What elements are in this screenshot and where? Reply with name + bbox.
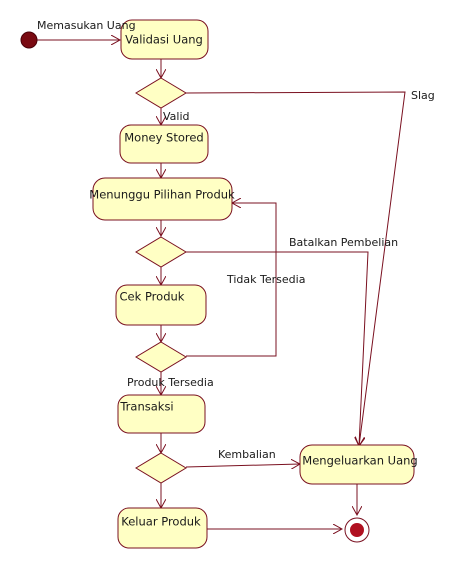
state-cek-label: Cek Produk — [120, 290, 185, 304]
label-batalkan-pembelian: Batalkan Pembelian — [289, 236, 398, 249]
label-tidak-tersedia: Tidak Tersedia — [226, 273, 305, 286]
state-validasi-label: Validasi Uang — [125, 33, 203, 47]
edge-kembalian — [185, 464, 300, 467]
label-produk-tersedia: Produk Tersedia — [127, 376, 214, 389]
state-menunggu-label: Menunggu Pilihan Produk — [89, 188, 235, 202]
label-memasukan-uang: Memasukan Uang — [37, 19, 136, 32]
state-keluar-label: Keluar Produk — [121, 515, 201, 529]
decision-node-3 — [135, 341, 187, 373]
initial-node — [20, 31, 38, 49]
state-keluar-produk: Keluar Produk — [117, 507, 208, 549]
state-transaksi: Transaksi — [117, 394, 206, 434]
edge-batalkan — [186, 251, 369, 446]
label-slag: Slag — [411, 89, 435, 102]
edges — [32, 40, 406, 529]
edge-tidak-tersedia — [186, 203, 277, 357]
state-validasi-uang: Validasi Uang — [120, 19, 209, 60]
state-money-label: Money Stored — [124, 131, 203, 145]
edge-slag — [185, 91, 406, 446]
label-valid: Valid — [163, 110, 190, 123]
state-money-stored: Money Stored — [119, 124, 209, 164]
decision-node-1 — [135, 77, 187, 109]
final-node — [344, 517, 370, 543]
label-kembalian: Kembalian — [218, 448, 276, 461]
decision-node-4 — [135, 452, 187, 484]
decision-node-2 — [135, 236, 187, 268]
state-cek-produk: Cek Produk — [115, 284, 207, 326]
state-transaksi-label: Transaksi — [119, 400, 173, 414]
state-mengeluarkan-label: Mengeluarkan Uang — [302, 454, 417, 468]
state-menunggu-pilihan-produk: Menunggu Pilihan Produk — [89, 177, 235, 221]
state-mengeluarkan-uang: Mengeluarkan Uang — [299, 444, 418, 485]
